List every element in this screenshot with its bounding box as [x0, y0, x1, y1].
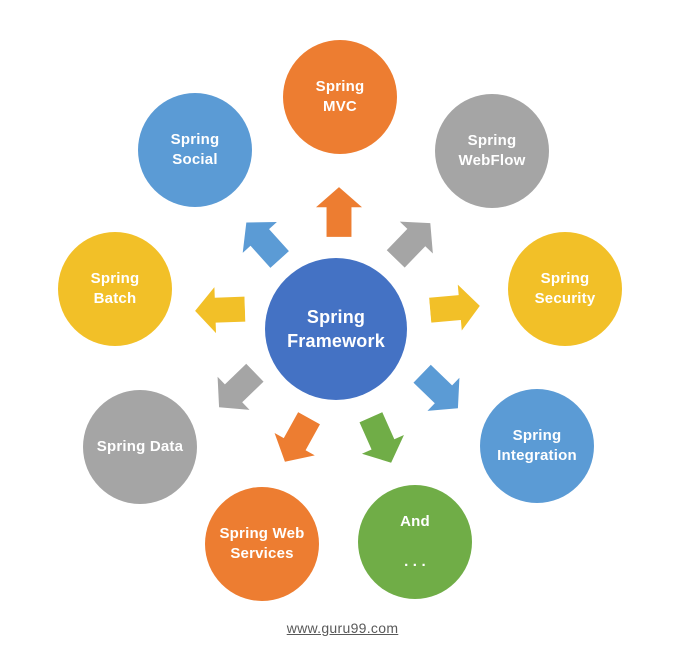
arrow-down-to-and-more-icon: [350, 408, 412, 472]
arrow-shape: [242, 222, 289, 268]
arrow-down-to-spring-web-services-icon: [265, 407, 329, 473]
arrow-shape: [195, 287, 246, 334]
arrow-up-to-spring-mvc-icon: [316, 187, 362, 237]
arrow-shape: [413, 364, 460, 411]
node-label: Spring Security: [534, 269, 596, 307]
node-label: Spring Data: [96, 437, 184, 455]
node-label: Spring Web Services: [219, 524, 305, 562]
node-and-more: And . . .: [358, 485, 472, 599]
center-label: Spring Framework: [287, 306, 385, 351]
arrow-down-right-to-spring-integration-icon: [406, 357, 474, 425]
node-spring-security: Spring Security: [508, 232, 622, 346]
guru99-link[interactable]: www.guru99.com: [286, 620, 399, 636]
node-label: Spring MVC: [315, 77, 365, 115]
arrow-right-to-spring-security-icon: [428, 283, 482, 333]
node-spring-web-services: Spring Web Services: [205, 487, 319, 601]
node-spring-batch: Spring Batch: [58, 232, 172, 346]
node-spring-webflow: Spring WebFlow: [435, 94, 549, 208]
node-spring-mvc: Spring MVC: [283, 40, 397, 154]
arrow-up-right-to-spring-webflow-icon: [379, 207, 447, 275]
arrow-shape: [429, 284, 480, 331]
arrow-shape: [316, 187, 362, 237]
node-label: Spring Batch: [90, 269, 140, 307]
arrow-shape: [359, 412, 404, 463]
node-spring-framework-center: Spring Framework: [265, 258, 407, 400]
arrow-left-to-spring-batch-icon: [194, 286, 246, 334]
arrow-down-left-to-spring-data-icon: [203, 356, 271, 424]
node-spring-data: Spring Data: [83, 390, 197, 504]
arrow-up-left-to-spring-social-icon: [229, 207, 297, 275]
node-spring-integration: Spring Integration: [480, 389, 594, 503]
node-spring-social: Spring Social: [138, 93, 252, 207]
node-label: Spring Social: [170, 130, 220, 168]
arrow-shape: [386, 221, 433, 268]
footer: www.guru99.com: [0, 620, 685, 638]
arrow-shape: [274, 412, 320, 462]
node-label: Spring WebFlow: [458, 131, 526, 169]
node-label: And . . .: [400, 512, 430, 571]
arrow-shape: [217, 363, 264, 410]
node-label: Spring Integration: [497, 426, 577, 464]
